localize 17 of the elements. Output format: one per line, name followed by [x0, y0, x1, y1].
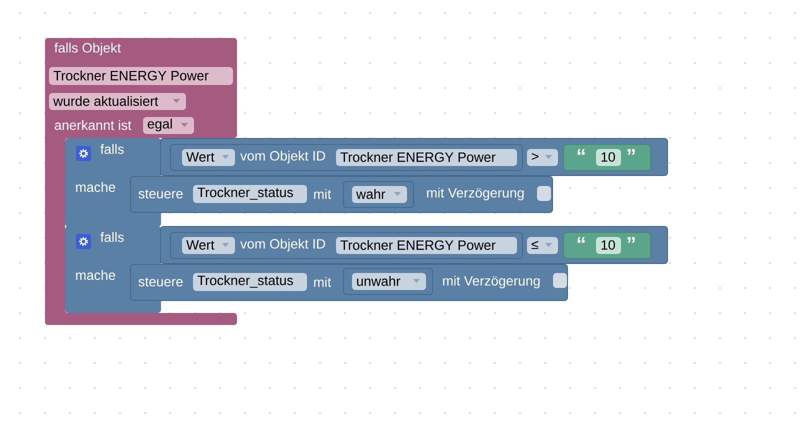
text-field: Trockner_status: [193, 185, 307, 203]
checkbox: [537, 186, 551, 201]
dropdown: wurde aktualisiert: [49, 93, 186, 110]
text-field: Trockner ENERGY Power: [49, 67, 233, 85]
dropdown: ≤: [527, 237, 558, 254]
text-field: Trockner ENERGY Power: [336, 149, 517, 166]
dropdown: >: [527, 149, 558, 166]
text-field: Trockner_status: [193, 273, 307, 291]
dropdown: unwahr: [352, 273, 426, 290]
dropdown: wahr: [352, 186, 407, 203]
text-field: Trockner ENERGY Power: [336, 237, 517, 254]
dropdown: egal: [143, 117, 194, 134]
text-field: 10: [596, 149, 621, 166]
dropdown: Wert: [182, 149, 235, 166]
checkbox: [553, 273, 567, 288]
text-field: 10: [596, 237, 621, 254]
dropdown: Wert: [182, 237, 235, 254]
